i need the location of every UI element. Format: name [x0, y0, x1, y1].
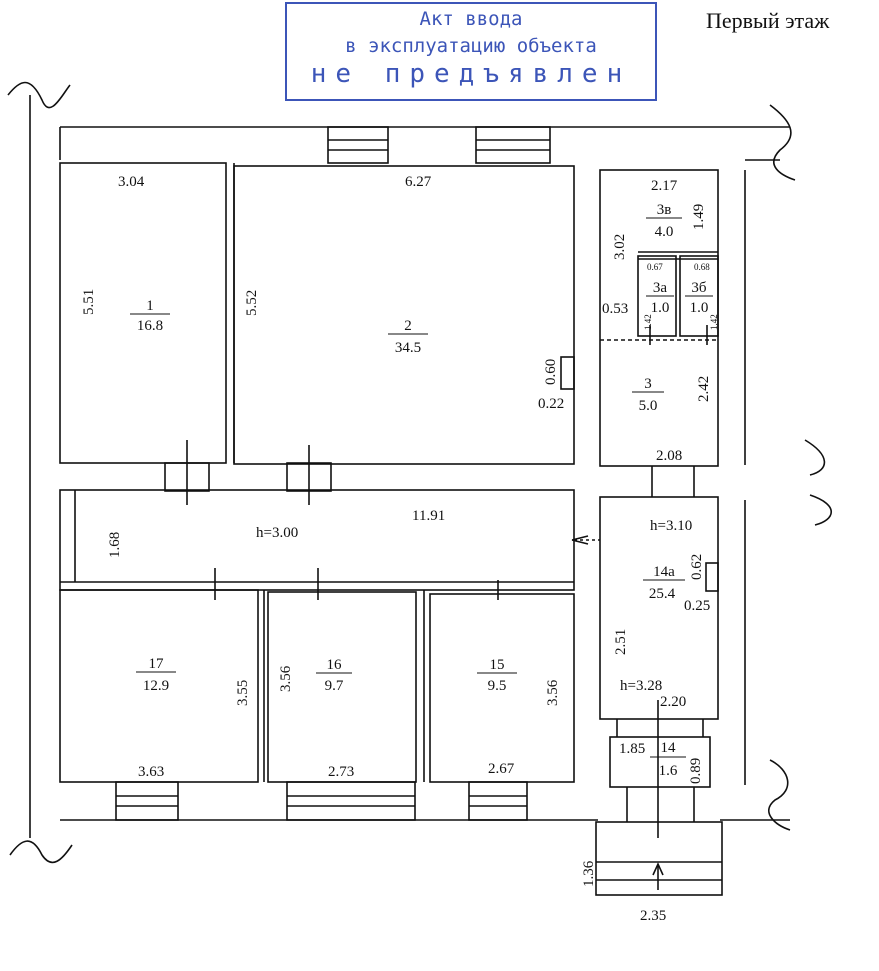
svg-text:2.08: 2.08	[656, 448, 682, 464]
svg-text:3.04: 3.04	[118, 174, 145, 190]
svg-text:0.68: 0.68	[694, 262, 710, 272]
svg-text:3.55: 3.55	[235, 680, 251, 706]
svg-text:5.52: 5.52	[244, 290, 260, 316]
svg-text:11.91: 11.91	[412, 508, 445, 524]
room-3a-outline	[637, 255, 677, 337]
room-14a-number: 14а	[653, 564, 675, 580]
room-14-area: 1.6	[659, 763, 678, 779]
room-3-number: 3	[644, 376, 652, 392]
height-hall-top: h=3.10	[650, 518, 692, 534]
svg-text:в эксплуатацию объекта: в эксплуатацию объекта	[345, 35, 597, 57]
svg-text:0.25: 0.25	[684, 598, 710, 614]
break-line-top-right	[769, 104, 796, 181]
svg-text:2.67: 2.67	[488, 761, 515, 777]
porch-outline	[595, 821, 723, 896]
room-3v-area: 4.0	[655, 224, 674, 240]
break-line-bottom-right	[768, 759, 791, 831]
page-title: Первый этаж	[706, 8, 830, 33]
room-2-outline	[233, 165, 575, 465]
room-3b-outline	[679, 255, 719, 337]
svg-text:0.60: 0.60	[543, 359, 559, 385]
svg-text:2.51: 2.51	[613, 629, 629, 655]
room-14a-niche	[705, 562, 719, 592]
room-14-number: 14	[661, 740, 677, 756]
svg-text:1.36: 1.36	[581, 860, 597, 887]
room-3v-number: 3в	[657, 202, 672, 218]
svg-text:3.63: 3.63	[138, 764, 164, 780]
break-line-bottom-left	[9, 840, 73, 864]
svg-text:3.56: 3.56	[278, 665, 294, 692]
svg-text:2.35: 2.35	[640, 908, 666, 924]
svg-text:2.42: 2.42	[696, 376, 712, 402]
outer-wall-top	[59, 126, 790, 161]
room-14a-area: 25.4	[649, 586, 676, 602]
dimensions: 3.04 5.51 6.27 5.52 0.60 0.22 2.17 3.02 …	[81, 174, 719, 924]
svg-text:5.51: 5.51	[81, 289, 97, 315]
svg-text:0.53: 0.53	[602, 301, 628, 317]
svg-text:1.85: 1.85	[619, 741, 645, 757]
room-3b-area: 1.0	[690, 300, 709, 316]
svg-text:6.27: 6.27	[405, 174, 432, 190]
svg-text:3.02: 3.02	[612, 234, 628, 260]
svg-text:2.73: 2.73	[328, 764, 354, 780]
room-3a-area: 1.0	[651, 300, 670, 316]
svg-text:3.56: 3.56	[545, 679, 561, 706]
window-top-2	[475, 126, 551, 164]
room-2-niche	[560, 356, 575, 390]
window-bottom-1	[115, 781, 179, 821]
svg-text:1.42: 1.42	[709, 314, 719, 330]
svg-text:1.49: 1.49	[691, 204, 707, 230]
ceiling-heights: h=3.00 h=3.10 h=3.28	[256, 518, 692, 694]
window-bottom-2	[286, 781, 416, 821]
room-1-number: 1	[146, 298, 154, 314]
room-16-number: 16	[327, 657, 343, 673]
room-17-area: 12.9	[143, 678, 169, 694]
room-1-outline	[59, 162, 227, 464]
room-14-outline	[609, 736, 711, 788]
room-2-area: 34.5	[395, 340, 421, 356]
height-hall-bottom: h=3.28	[620, 678, 662, 694]
window-top-1	[327, 126, 389, 164]
room-3b-number: 3б	[691, 280, 707, 296]
break-line-mid-right	[804, 439, 832, 526]
stamp: Акт ввода в эксплуатацию объекта не пред…	[285, 2, 657, 101]
svg-text:0.67: 0.67	[647, 262, 663, 272]
room-1-area: 16.8	[137, 318, 163, 334]
room-17-number: 17	[149, 656, 165, 672]
svg-text:Акт ввода: Акт ввода	[420, 8, 523, 30]
room-3-area: 5.0	[639, 398, 658, 414]
svg-text:2.20: 2.20	[660, 694, 686, 710]
svg-text:0.22: 0.22	[538, 396, 564, 412]
room-15-area: 9.5	[488, 678, 507, 694]
svg-text:1.42: 1.42	[643, 314, 653, 330]
room-14a-outline	[599, 496, 719, 720]
svg-text:1.68: 1.68	[107, 532, 123, 558]
window-bottom-3	[468, 781, 528, 821]
room-15-number: 15	[490, 657, 505, 673]
svg-text:не предъявлен: не предъявлен	[311, 59, 632, 89]
room-16-area: 9.7	[325, 678, 344, 694]
height-corridor: h=3.00	[256, 525, 298, 541]
room-labels: 1 16.8 2 34.5 3 5.0 3а 1.0 3б 1.0 3в 4.0…	[130, 202, 713, 779]
break-line-top-left	[7, 81, 71, 109]
corridor-outline	[59, 489, 575, 591]
room-2-number: 2	[404, 318, 412, 334]
room-3a-number: 3а	[653, 280, 668, 296]
svg-text:2.17: 2.17	[651, 178, 678, 194]
svg-text:0.62: 0.62	[689, 554, 705, 580]
svg-text:0.89: 0.89	[688, 758, 704, 784]
